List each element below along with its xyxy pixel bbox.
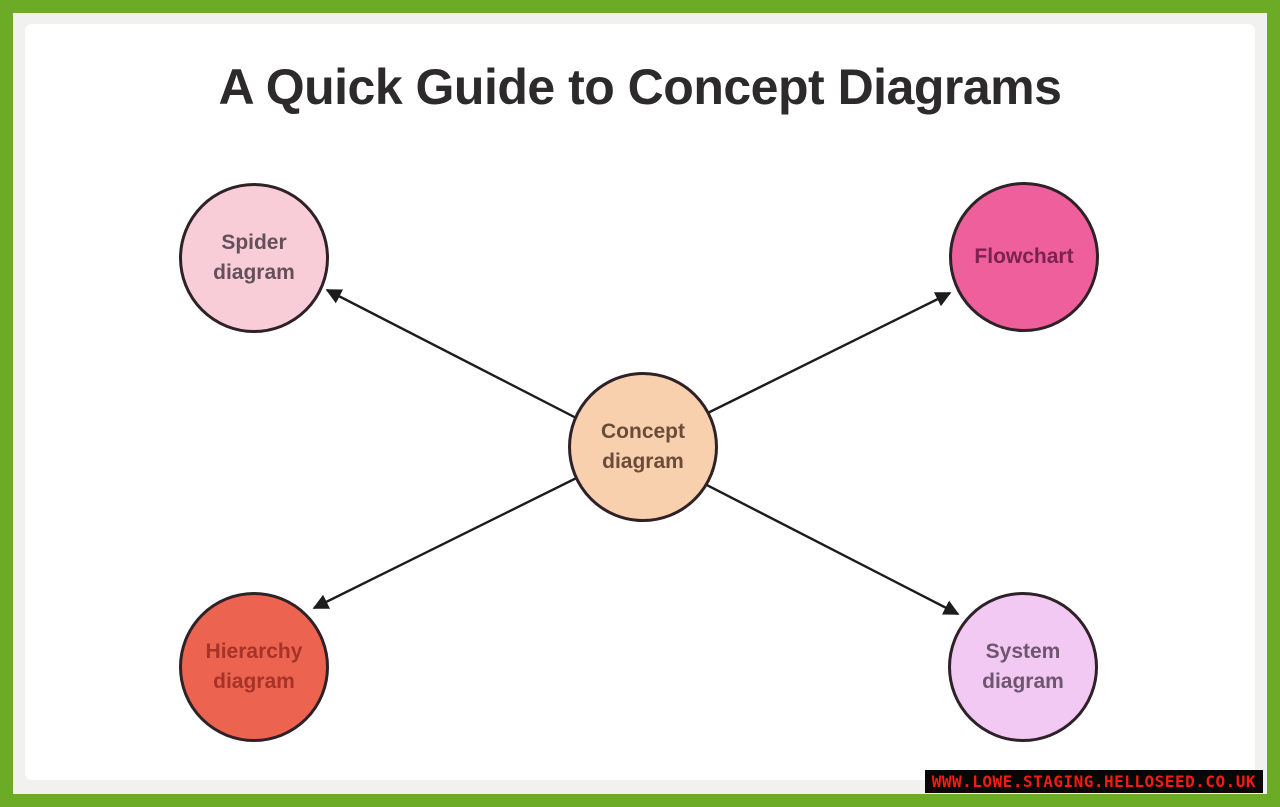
node-hierarchy-diagram: Hierarchy diagram	[179, 592, 329, 742]
node-concept-diagram: Concept diagram	[568, 372, 718, 522]
node-label-line: Spider	[221, 231, 287, 254]
page-title: A Quick Guide to Concept Diagrams	[218, 59, 1062, 115]
node-label-line: Concept	[601, 420, 685, 443]
node-label-line: Flowchart	[974, 245, 1074, 268]
node-label-line: diagram	[602, 450, 684, 473]
node-spider-diagram: Spider diagram	[179, 183, 329, 333]
watermark: WWW.LOWE.STAGING.HELLOSEED.CO.UK	[924, 770, 1263, 793]
node-system-diagram: System diagram	[948, 592, 1098, 742]
node-label-line: diagram	[213, 670, 295, 693]
node-label-line: diagram	[982, 670, 1064, 693]
node-label-line: Hierarchy	[205, 640, 303, 663]
node-label-line: System	[985, 640, 1061, 663]
node-label-line: diagram	[213, 261, 295, 284]
node-flowchart: Flowchart	[949, 182, 1099, 332]
